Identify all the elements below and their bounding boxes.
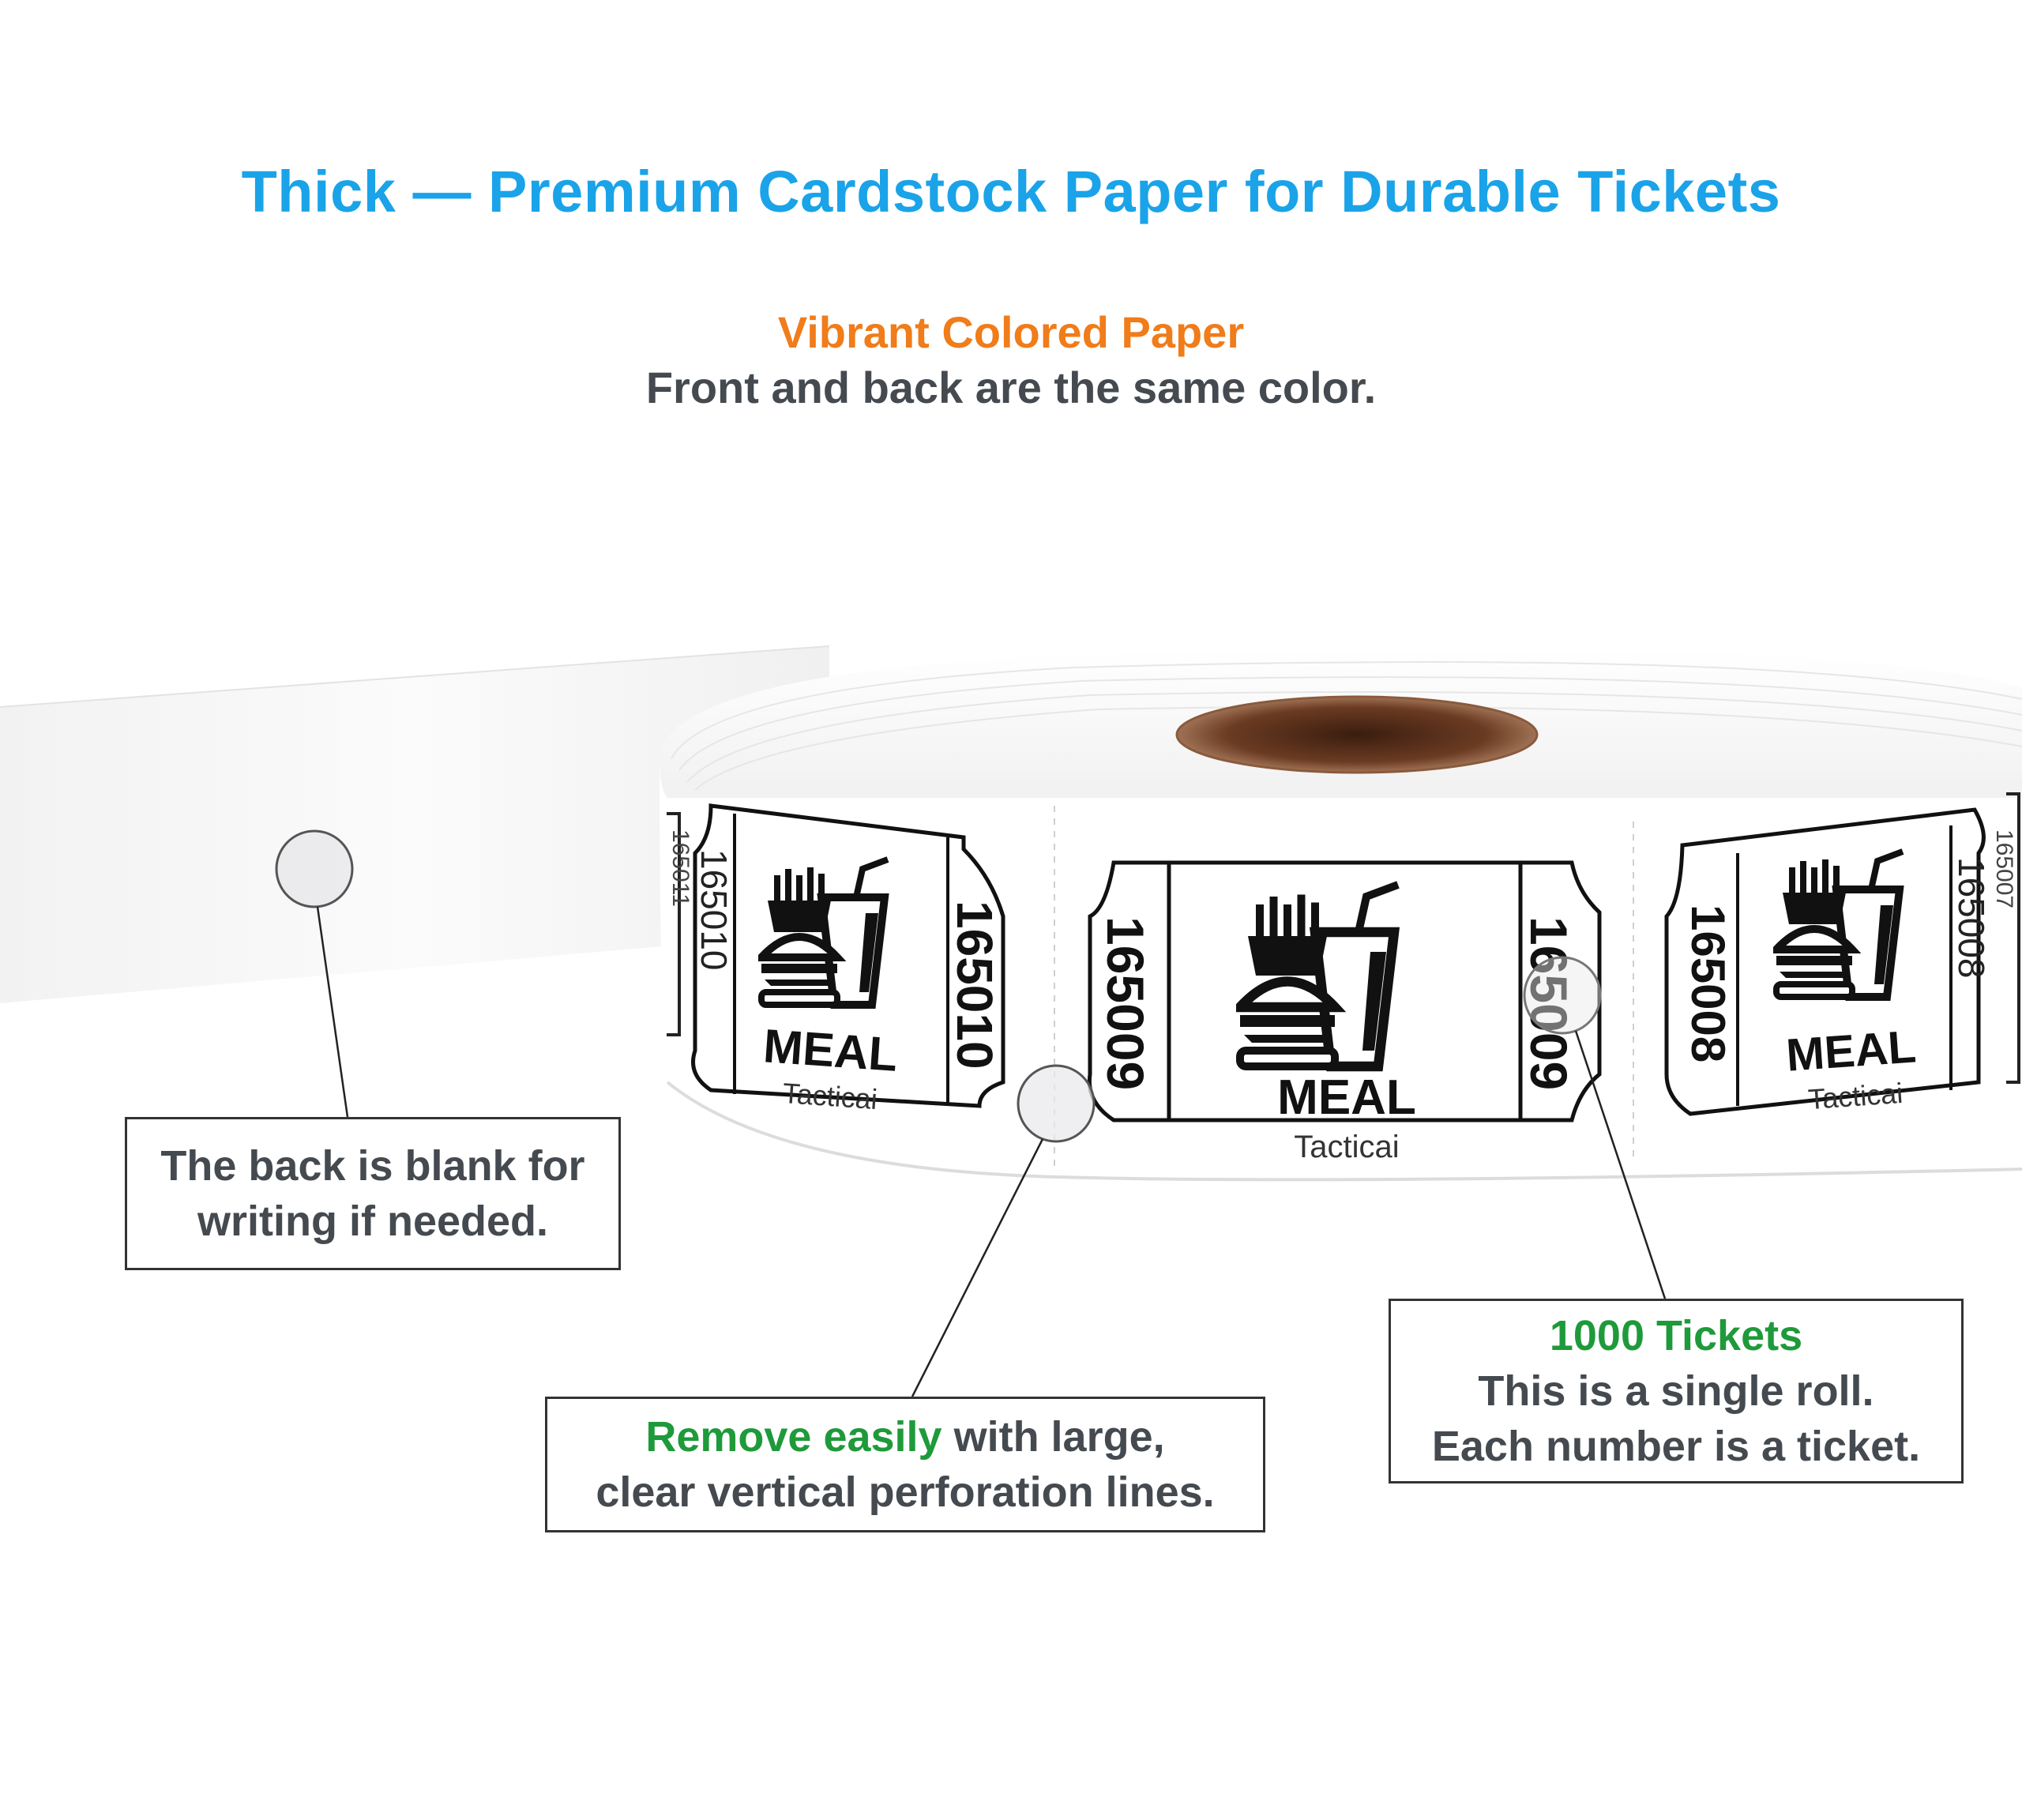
callout-line: The back is blank for: [160, 1142, 585, 1190]
ticket-label: MEAL: [1277, 1070, 1416, 1125]
leader-back: [316, 906, 349, 1118]
page-title: Thick — Premium Cardstock Paper for Dura…: [241, 159, 1781, 224]
ticket-label: MEAL: [1784, 1021, 1917, 1081]
ticket-165008: 165008 165008 MEAL Tacticai: [1664, 807, 1992, 1116]
ticket-brand: Tacticai: [782, 1077, 879, 1115]
ticket-stub-number: 165009: [1096, 916, 1155, 1090]
leader-perforation: [911, 1138, 1044, 1397]
marker-count: [1523, 956, 1602, 1035]
ticket-stub-number: 165008: [1951, 857, 1992, 979]
feature-note: Front and back are the same color.: [645, 363, 1377, 412]
ticket-165011: 165011: [667, 812, 693, 1036]
ticket-main-number: 165009: [1520, 916, 1578, 1090]
callout-line: Each number is a ticket.: [1431, 1423, 1921, 1470]
callout-ticket-count: 1000 Tickets This is a single roll. Each…: [1389, 1299, 1964, 1483]
callout-text: with large,: [941, 1413, 1165, 1461]
callout-accent: 1000 Tickets: [1549, 1312, 1803, 1359]
ticket-brand: Tacticai: [1807, 1077, 1904, 1115]
ticket-stub-number: 165010: [693, 849, 735, 971]
marker-back: [275, 829, 354, 908]
ticket-brand: Tacticai: [1294, 1130, 1399, 1164]
callout-perforation: Remove easily with large, clear vertical…: [545, 1397, 1265, 1532]
ticket-main-number: 165010: [946, 901, 1003, 1070]
leader-count: [1574, 1030, 1667, 1299]
callout-accent: Remove easily: [645, 1413, 942, 1461]
ticket-main-number: 165008: [1682, 904, 1734, 1062]
feature-title: Vibrant Colored Paper: [777, 307, 1245, 357]
ticket-165009: 165009 165009 MEAL Tacticai: [1087, 860, 1602, 1164]
ticket-number: 165007: [1991, 829, 2017, 908]
ticket-165010: 165010 165010 MEAL Tacticai: [691, 803, 1005, 1115]
marker-perforation: [1017, 1064, 1096, 1143]
ticket-label: MEAL: [761, 1019, 899, 1081]
callout-blank-back: The back is blank for writing if needed.: [125, 1117, 621, 1270]
callout-line: This is a single roll.: [1478, 1367, 1874, 1415]
callout-line: writing if needed.: [197, 1198, 549, 1245]
callout-line: Remove easily with large,: [645, 1409, 1164, 1465]
ticket-165007: 165007: [1991, 792, 2020, 1084]
ticket-number: 165011: [667, 829, 693, 907]
callout-line: clear vertical perforation lines.: [596, 1468, 1215, 1516]
